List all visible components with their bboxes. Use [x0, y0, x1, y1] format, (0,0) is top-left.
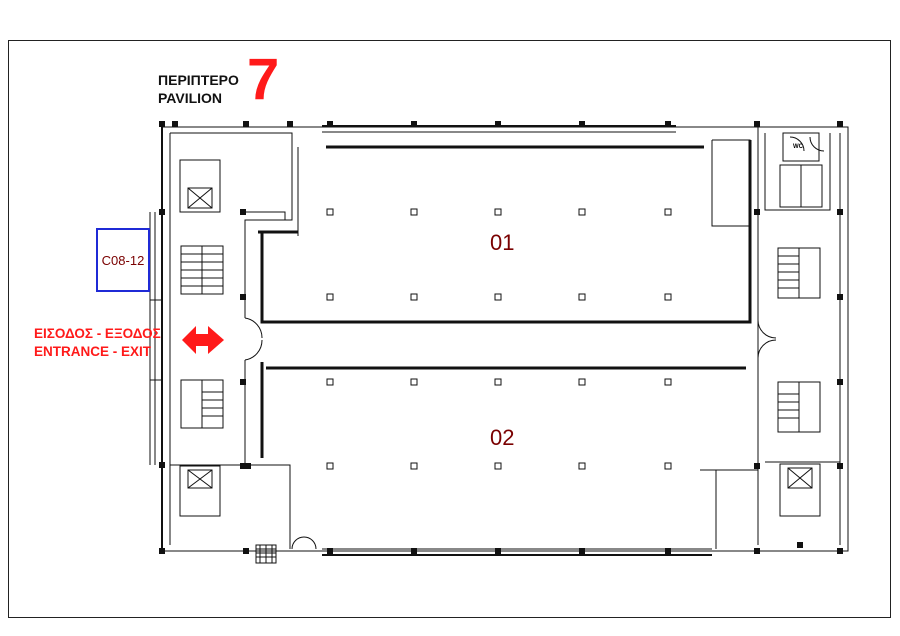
column-icon	[410, 293, 418, 301]
entrance-label-english: ENTRANCE - EXIT	[34, 344, 152, 359]
column-icon	[665, 121, 671, 127]
column-icon	[159, 209, 165, 215]
column-icon	[240, 463, 246, 469]
column-icon	[495, 121, 501, 127]
column-icon	[410, 378, 418, 386]
column-icon	[245, 463, 251, 469]
column-icon	[837, 294, 843, 300]
map-frame	[8, 40, 891, 618]
column-icon	[837, 463, 843, 469]
entrance-label-greek: ΕΙΣΟΔΟΣ - ΕΞΟΔΟΣ	[34, 326, 161, 341]
column-icon	[326, 293, 334, 301]
stairs-icon	[777, 247, 821, 299]
hall-01-label: 01	[490, 230, 515, 255]
column-icon	[494, 462, 502, 470]
column-icon	[578, 378, 586, 386]
wc-room	[782, 132, 820, 162]
column-icon	[172, 121, 178, 127]
column-icon	[411, 548, 417, 554]
column-icon	[837, 121, 843, 127]
column-icon	[240, 379, 246, 385]
column-icon	[410, 208, 418, 216]
stairs-icon	[255, 544, 277, 564]
column-icon	[243, 548, 249, 554]
column-icon	[837, 379, 843, 385]
column-icon	[410, 462, 418, 470]
column-icon	[837, 209, 843, 215]
column-icon	[579, 121, 585, 127]
column-icon	[159, 121, 165, 127]
column-icon	[494, 208, 502, 216]
column-icon	[411, 121, 417, 127]
column-icon	[326, 378, 334, 386]
pavilion-number: 7	[247, 47, 280, 112]
pavilion-title-english: PAVILION	[158, 90, 223, 106]
column-icon	[754, 121, 760, 127]
stairs-icon	[777, 381, 821, 433]
column-icon	[579, 548, 585, 554]
column-icon	[664, 462, 672, 470]
column-icon	[326, 462, 334, 470]
column-icon	[664, 293, 672, 301]
column-icon	[578, 293, 586, 301]
column-icon	[243, 121, 249, 127]
column-icon	[326, 208, 334, 216]
wc-label: WC	[793, 144, 803, 150]
hall-01-wall	[260, 140, 752, 324]
stairs-icon	[180, 245, 224, 295]
column-icon	[754, 209, 760, 215]
column-icon	[578, 462, 586, 470]
door-icon	[244, 317, 263, 339]
stairs-icon	[180, 379, 224, 429]
elevator-icon	[779, 463, 821, 517]
column-icon	[240, 209, 246, 215]
column-icon	[754, 463, 760, 469]
column-icon	[494, 378, 502, 386]
elevator-icon	[179, 465, 221, 517]
column-icon	[495, 548, 501, 554]
column-icon	[664, 208, 672, 216]
column-icon	[159, 462, 165, 468]
column-icon	[664, 378, 672, 386]
column-icon	[327, 121, 333, 127]
column-icon	[754, 548, 760, 554]
column-icon	[327, 548, 333, 554]
column-icon	[240, 294, 246, 300]
column-icon	[578, 208, 586, 216]
booth-c08-12[interactable]: C08-12	[96, 228, 150, 292]
pavilion-title-greek: ΠΕΡΙΠΤΕΡΟ	[158, 72, 239, 88]
double-arrow-icon	[182, 326, 224, 354]
column-icon	[159, 548, 165, 554]
column-icon	[665, 548, 671, 554]
column-icon	[837, 548, 843, 554]
column-icon	[287, 121, 293, 127]
column-icon	[797, 542, 803, 548]
booth-code: C08-12	[101, 252, 145, 268]
elevator-icon	[179, 159, 221, 213]
hall-02-label: 02	[490, 425, 515, 450]
column-icon	[494, 293, 502, 301]
building-outline	[161, 126, 849, 552]
